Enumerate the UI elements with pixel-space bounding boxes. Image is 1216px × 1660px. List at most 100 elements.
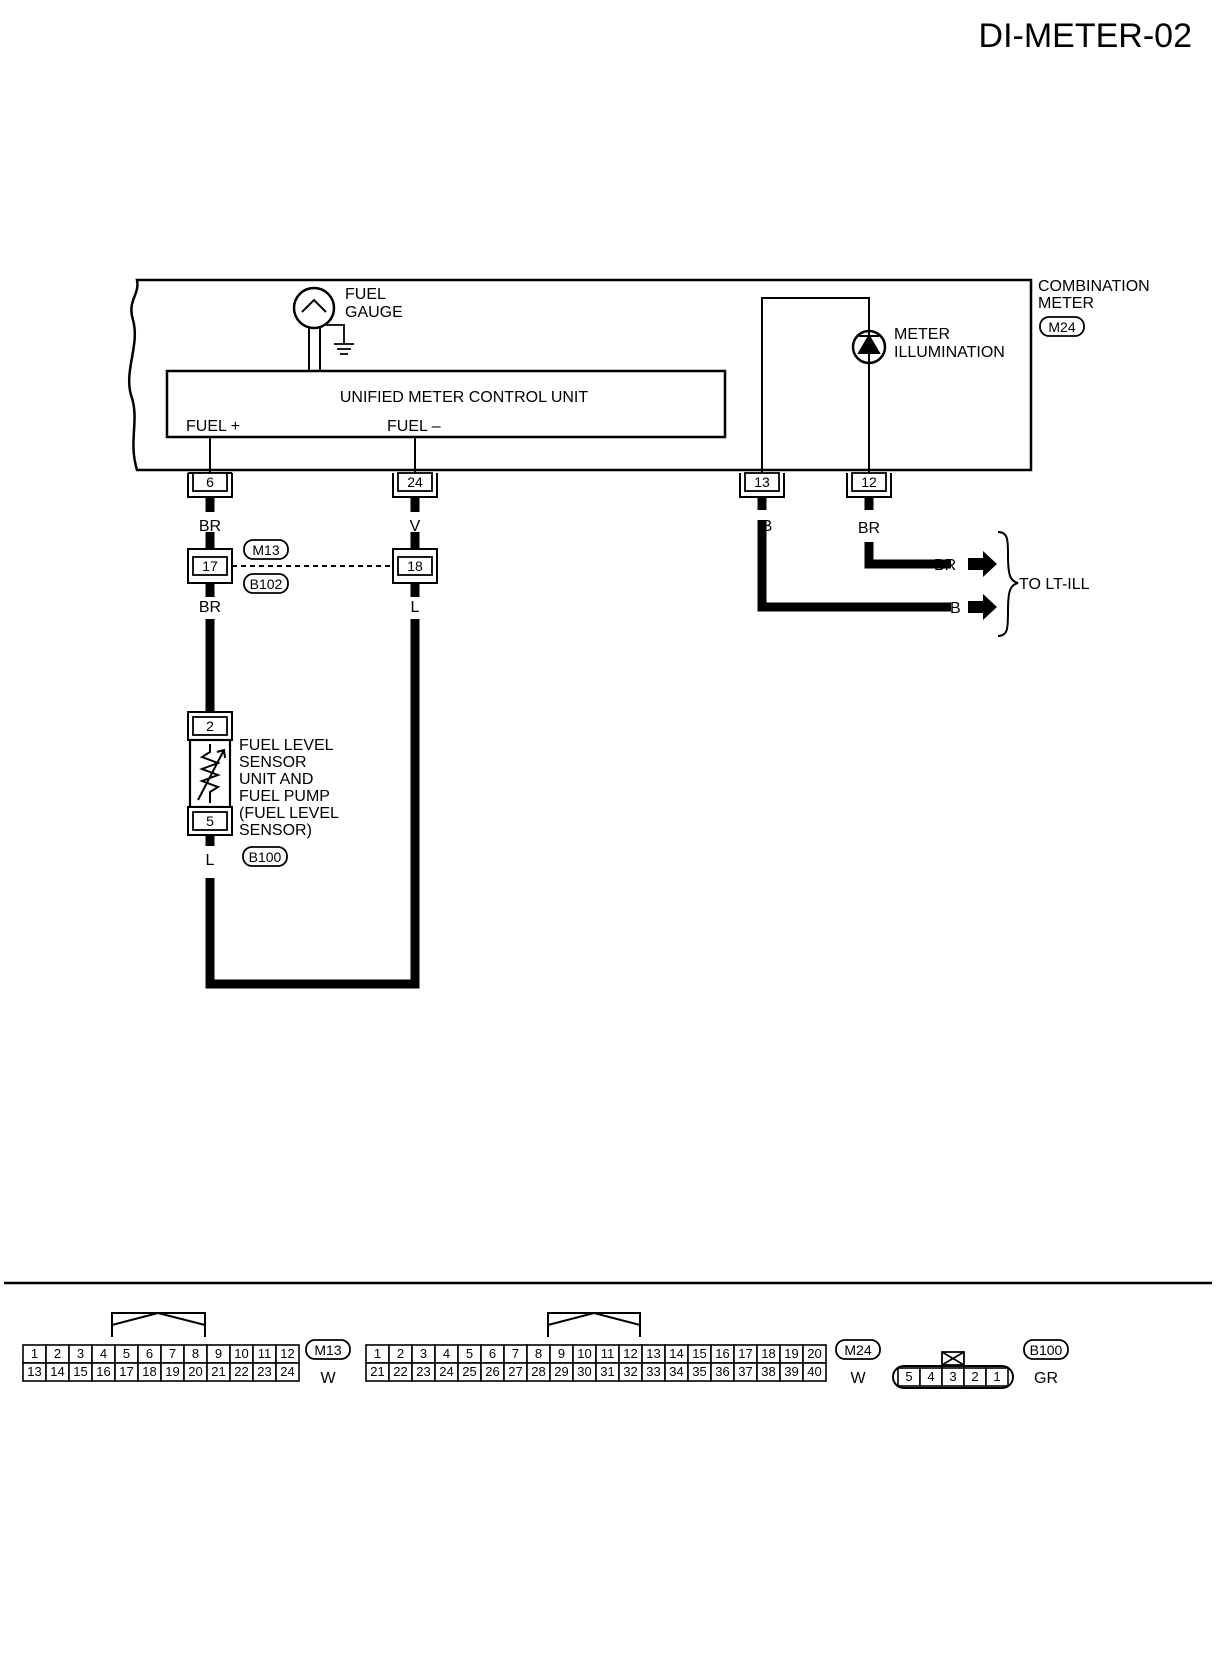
arrow-b-icon [968,594,997,620]
m13-pin-label: 4 [100,1346,107,1361]
terminal-13: 13 [739,472,785,498]
b100-pin-label: 1 [993,1369,1000,1384]
m13-badge [243,539,289,560]
m13-pin-label: 20 [188,1364,202,1379]
b102-badge-label: B102 [250,576,283,592]
m24-pin-label: 26 [485,1364,499,1379]
illumination-diode-icon [857,331,881,363]
m13-pin-label: 15 [73,1364,87,1379]
terminal-17-label: 17 [202,558,218,574]
variable-resistor-icon [199,744,221,803]
m24-pin-label: 28 [531,1364,545,1379]
out-wire-b: B [950,600,961,617]
sensor-label-1: FUEL LEVEL [239,737,334,754]
m13-pin-label: 21 [211,1364,225,1379]
meter-illumination-label-1: METER [894,326,950,343]
fuel-gauge-icon [292,286,336,330]
wire-color-t12: BR [858,520,880,537]
b102-badge [243,573,289,594]
terminal-2-label: 2 [206,718,214,734]
unified-meter-control-unit [165,369,727,439]
m24-pin-label: 12 [623,1346,637,1361]
m24-pin-label: 10 [577,1346,591,1361]
m13-key-icon [111,1311,206,1337]
m13-pin-label: 14 [50,1364,64,1379]
m24-pin-label: 13 [646,1346,660,1361]
m24-pin-label: 27 [508,1364,522,1379]
fuel-minus-label: FUEL – [387,418,441,435]
sensor-label-4: FUEL PUMP [239,788,330,805]
fuel-gauge-needle [301,298,327,313]
sensor-label-6: SENSOR) [239,822,312,839]
combination-meter-outline [127,278,1033,472]
m24-cell-40 [802,1362,827,1382]
m13-badge-label: M13 [252,542,279,558]
m13-pin-label: 13 [27,1364,41,1379]
wire-color-t18: L [411,599,420,616]
m24-pin-label: 2 [397,1346,404,1361]
b100-pin-label: 3 [949,1369,956,1384]
m24-pin-label: 24 [439,1364,453,1379]
wire-color-t13: B [762,518,773,535]
m24-pin-label: 14 [669,1346,683,1361]
b100-sensor-badge [242,846,288,867]
m24-pin-label: 36 [715,1364,729,1379]
m13-pin-label: 1 [31,1346,38,1361]
m24-pin-label: 15 [692,1346,706,1361]
destination-label: TO LT-ILL [1019,576,1090,593]
terminal-6: 6 [187,472,233,498]
brace-icon [997,531,1019,637]
terminal-12: 12 [846,472,892,498]
m24-pin-label: 32 [623,1364,637,1379]
m24-pin-label: 16 [715,1346,729,1361]
m24-pin-label: 21 [370,1364,384,1379]
meter-illumination-label-2: ILLUMINATION [894,344,1005,361]
m24-pin-label: 30 [577,1364,591,1379]
b100-pin-label: 4 [927,1369,934,1384]
m24-pin-label: 4 [443,1346,450,1361]
m24-pin-label: 33 [646,1364,660,1379]
m24-pin-label: 34 [669,1364,683,1379]
sensor-label-3: UNIT AND [239,771,313,788]
m13-pin-label: 12 [280,1346,294,1361]
sensor-label-2: SENSOR [239,754,307,771]
b100-lock-icon [941,1351,965,1366]
fuel-gauge-label-1: FUEL [345,286,386,303]
m13-pin-label: 8 [192,1346,199,1361]
out-wire-br: BR [934,557,956,574]
sensor-label-5: (FUEL LEVEL [239,805,339,822]
m24-pin-label: 40 [807,1364,821,1379]
b100-sensor-badge-label: B100 [249,849,282,865]
inline-connector-18: 18 [392,548,438,584]
m13-connector-badge [305,1339,351,1360]
fuel-gauge-label-2: GAUGE [345,304,403,321]
m24-connector-badge [835,1339,881,1360]
b100-connector-badge [1023,1339,1069,1360]
fuel-level-sensor: 2 5 [187,711,233,836]
terminal-18-label: 18 [407,558,423,574]
fuel-plus-label: FUEL + [186,418,240,435]
m24-pin-label: 37 [738,1364,752,1379]
m24-key-icon [547,1311,641,1337]
illumination-loop [761,297,870,473]
arrow-br-icon [968,551,997,577]
m13-connector-color: W [320,1370,336,1387]
terminal-6-label: 6 [206,474,214,490]
control-unit-title: UNIFIED METER CONTROL UNIT [340,389,589,406]
m24-pin-label: 39 [784,1364,798,1379]
combination-meter-label-2: METER [1038,295,1094,312]
m13-pin-label: 2 [54,1346,61,1361]
m13-pin-label: 17 [119,1364,133,1379]
combination-meter-label-1: COMBINATION [1038,278,1150,295]
m24-pin-label: 6 [489,1346,496,1361]
m13-connector-id: M13 [314,1342,341,1358]
m24-pin-label: 11 [601,1346,615,1361]
terminal-13-label: 13 [754,474,770,490]
wire-color-t17: BR [199,599,221,616]
m13-pin-label: 24 [280,1364,294,1379]
combination-meter-connector-badge [1039,316,1085,337]
m24-pin-label: 8 [535,1346,542,1361]
m24-pin-label: 35 [692,1364,706,1379]
